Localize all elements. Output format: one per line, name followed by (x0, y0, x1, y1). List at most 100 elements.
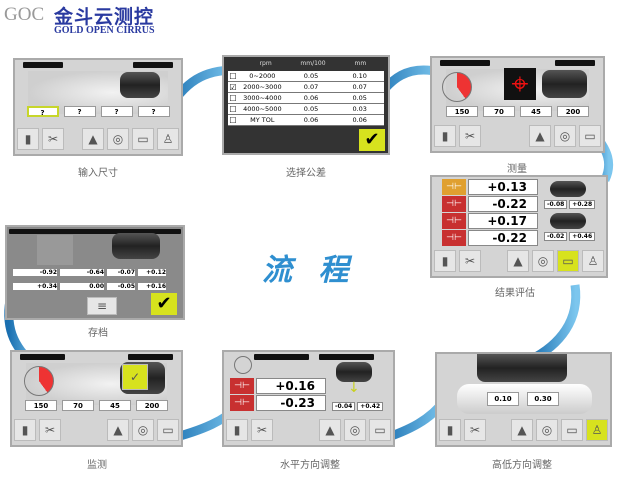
gauge-icon[interactable]: ◎ (554, 125, 576, 147)
phone-icon[interactable]: ▮ (434, 250, 456, 272)
wrench-icon[interactable]: ✂ (42, 128, 64, 150)
foot-value: -0.04 (332, 402, 356, 411)
angle-gauge (442, 72, 472, 102)
angle-indicator (234, 356, 252, 374)
wrench-icon[interactable]: ✂ (459, 125, 481, 147)
machine-icon[interactable]: ▲ (511, 419, 533, 441)
gauge-icon[interactable]: ◎ (344, 419, 366, 441)
caption: 存档 (88, 328, 108, 339)
checkbox[interactable]: ☐ (229, 116, 237, 125)
caption: 测量 (507, 164, 527, 175)
horizontal-offset: +0.17 (468, 213, 538, 229)
dimension-value: 45 (99, 400, 131, 411)
dimension-value: 45 (520, 106, 552, 117)
center-title: 流 程 (262, 253, 357, 288)
caption: 输入尺寸 (78, 168, 118, 179)
tolerance-icon[interactable]: ≡ (87, 297, 117, 315)
watermark: GOC (4, 4, 45, 25)
machine-icon[interactable]: ▲ (107, 419, 129, 441)
wrench-icon[interactable]: ✂ (39, 419, 61, 441)
archive-value: +0.34 (13, 283, 57, 290)
foot-value: -0.08 (544, 200, 568, 209)
folder-icon[interactable]: ▭ (369, 419, 391, 441)
horizontal-offset-icon: ⊣⊢ (442, 213, 466, 229)
phone-icon[interactable]: ▮ (17, 128, 39, 150)
checkbox[interactable]: ☐ (229, 105, 237, 114)
angle-icon: ⊣⊢ (230, 395, 254, 411)
folder-icon[interactable]: ▭ (157, 419, 179, 441)
phone-icon[interactable]: ▮ (434, 125, 456, 147)
machine-icon[interactable]: ▲ (529, 125, 551, 147)
person-icon[interactable]: ♙ (582, 250, 604, 272)
wrench-icon[interactable]: ✂ (464, 419, 486, 441)
machine-icon[interactable]: ▲ (319, 419, 341, 441)
dimension-input[interactable]: ? (100, 106, 133, 117)
archive-value: -0.64 (60, 269, 104, 276)
screen-monitor: ✓ 150 70 45 200 ▮✂▲◎▭ (10, 350, 183, 447)
checkbox[interactable]: ☐ (229, 94, 237, 103)
person-icon[interactable]: ♙ (157, 128, 179, 150)
phone-icon[interactable]: ▮ (226, 419, 248, 441)
dimension-value: 70 (62, 400, 94, 411)
screen-result-evaluation: ⊣⊢+0.13 ⊣⊢-0.22 ⊣⊢+0.17 ⊣⊢-0.22 -0.08+0.… (430, 175, 608, 278)
wrench-icon[interactable]: ✂ (459, 250, 481, 272)
confirm-button[interactable]: ✔ (151, 293, 177, 315)
gauge-icon[interactable]: ◎ (532, 250, 554, 272)
logo-name-en: GOLD OPEN CIRRUS (54, 25, 155, 36)
caption: 结果评估 (495, 288, 535, 299)
header-mm100: mm/100 (300, 60, 326, 67)
screen-input-dimensions: ? ? ? ? ▮✂ ▲◎▭♙ (13, 58, 183, 156)
vertical-angle-icon: ⊣⊢ (442, 196, 466, 212)
screen-horizontal-adjust: ⊣⊢+0.16 ⊣⊢-0.23 ↓ -0.04+0.42 ▮✂▲◎▭ (222, 350, 395, 447)
gauge-icon[interactable]: ◎ (132, 419, 154, 441)
horizontal-angle-icon: ⊣⊢ (442, 230, 466, 246)
person-icon[interactable]: ♙ (586, 419, 608, 441)
shim-value: 0.10 (487, 392, 519, 406)
phone-icon[interactable]: ▮ (14, 419, 36, 441)
shim-value: 0.30 (527, 392, 559, 406)
folder-icon[interactable]: ▭ (579, 125, 601, 147)
checkbox-checked[interactable]: ☑ (229, 83, 237, 92)
horizontal-offset: +0.16 (256, 378, 326, 394)
archive-value: 0.00 (60, 283, 104, 290)
dimension-input[interactable]: ? (137, 106, 170, 117)
dimension-input[interactable]: ? (63, 106, 96, 117)
folder-icon[interactable]: ▭ (561, 419, 583, 441)
archive-value: +0.16 (138, 283, 166, 290)
dimension-value: 150 (25, 400, 57, 411)
folder-icon[interactable]: ▭ (132, 128, 154, 150)
crosshair-icon: ⌖ (504, 67, 536, 102)
archive-value: -0.05 (107, 283, 135, 290)
logo-name-cn: 金斗云测控 (54, 6, 155, 28)
folder-icon[interactable]: ▭ (557, 250, 579, 272)
gauge-icon[interactable]: ◎ (536, 419, 558, 441)
confirm-button[interactable]: ✔ (359, 129, 385, 151)
foot-value: +0.28 (569, 200, 596, 209)
machine-icon[interactable]: ▲ (507, 250, 529, 272)
archive-value: +0.12 (138, 269, 166, 276)
archive-value: -0.92 (13, 269, 57, 276)
screen-measure: ⌖ 150 70 45 200 ▮✂▲◎▭ (430, 56, 605, 153)
phone-icon[interactable]: ▮ (439, 419, 461, 441)
gauge-icon[interactable]: ◎ (107, 128, 129, 150)
vertical-offset-icon: ⊣⊢ (442, 179, 466, 195)
horizontal-angle: -0.23 (256, 395, 326, 411)
caption: 高低方向调整 (492, 460, 552, 471)
archive-value: -0.07 (107, 269, 135, 276)
wrench-icon[interactable]: ✂ (251, 419, 273, 441)
vertical-offset: +0.13 (468, 179, 538, 195)
machine-icon[interactable]: ▲ (82, 128, 104, 150)
dimension-value: 70 (483, 106, 515, 117)
dimension-value: 200 (136, 400, 168, 411)
arrow-down-icon: ↓ (348, 380, 360, 396)
dimension-input[interactable]: ? (26, 106, 59, 117)
motor-image (120, 72, 160, 98)
checkbox[interactable]: ☐ (229, 72, 237, 81)
